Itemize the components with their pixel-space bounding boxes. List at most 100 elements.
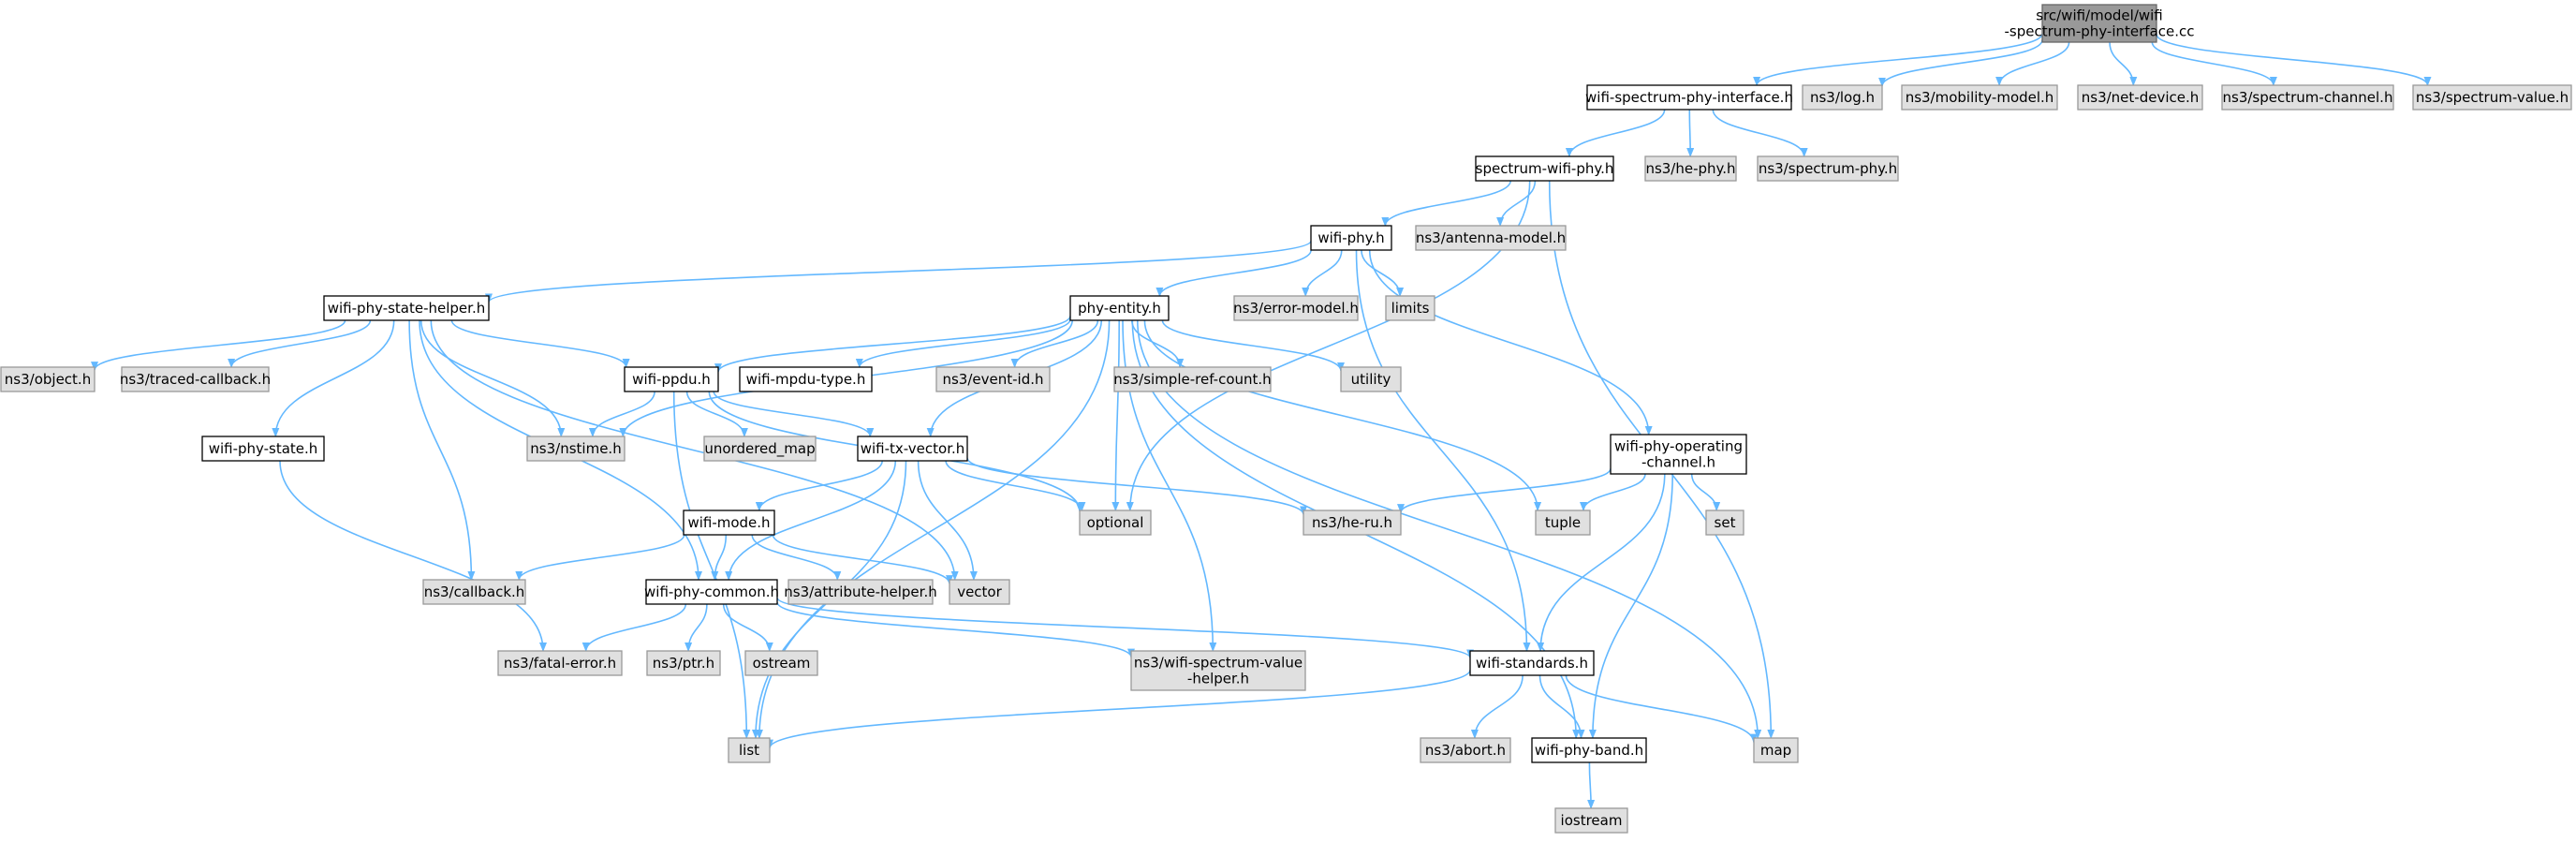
node-label: set (1715, 514, 1736, 531)
edge-opchan-to-band (1588, 473, 1673, 739)
node-box (1475, 155, 1614, 182)
edge-txvec-to-optional (945, 460, 1086, 511)
node-box (949, 579, 1010, 605)
node-box (1535, 510, 1591, 536)
node-mode[interactable]: wifi-mode.h (683, 510, 775, 536)
node-traced: ns3/traced-callback.h (120, 366, 271, 392)
node-label: ns3/mobility-model.h (1906, 89, 2054, 106)
node-box (1069, 295, 1170, 321)
node-box (1469, 650, 1595, 676)
node-label: ns3/object.h (5, 371, 91, 388)
node-box (422, 579, 526, 605)
node-box (2412, 84, 2572, 111)
node-label: vector (957, 583, 1002, 600)
node-opchan[interactable]: wifi-phy-operating-channel.h (1610, 434, 1747, 475)
node-swphy[interactable]: spectrum-wifi-phy.h (1475, 155, 1614, 182)
edge-mode-to-vector (772, 534, 953, 585)
edge-root-to-netdev (2109, 41, 2138, 86)
node-simpleref: ns3/simple-ref-count.h (1113, 366, 1272, 392)
edge-opchan-to-tuple (1580, 473, 1646, 511)
node-box (1757, 155, 1899, 182)
node-box (935, 366, 1051, 392)
node-box (1753, 737, 1799, 763)
node-label: phy-entity.h (1078, 300, 1161, 317)
edge-pshelper-to-ppdu (450, 319, 630, 368)
edge-standards-to-abort (1470, 674, 1524, 739)
node-box (646, 650, 721, 676)
node-box (1586, 84, 1792, 111)
edge-txvec-to-common (725, 460, 897, 581)
node-box (2221, 84, 2394, 111)
node-label: limits (1391, 300, 1430, 317)
edges-layer (91, 33, 2432, 809)
node-fatal: ns3/fatal-error.h (497, 650, 623, 676)
edge-opchan-to-set (1690, 473, 1721, 511)
edge-root-to-mobility (1995, 41, 2070, 86)
node-vector: vector (949, 579, 1010, 605)
node-band[interactable]: wifi-phy-band.h (1531, 737, 1647, 763)
node-label: spectrum-wifi-phy.h (1476, 160, 1614, 177)
node-map: map (1753, 737, 1799, 763)
edge-mode-to-callback (515, 534, 685, 581)
node-label: ns3/simple-ref-count.h (1113, 371, 1271, 388)
edge-root-to-spval (2156, 34, 2432, 86)
node-log: ns3/log.h (1802, 84, 1883, 111)
edge-standards-to-list (766, 669, 1471, 749)
node-box (1233, 295, 1359, 321)
edge-mode-to-common (711, 534, 728, 581)
node-spphy: ns3/spectrum-phy.h (1757, 155, 1899, 182)
node-label: ns3/event-id.h (942, 371, 1043, 388)
edge-phyentity-to-optional (1111, 319, 1120, 511)
edge-standards-to-band (1538, 674, 1585, 739)
edge-txvec-to-heru (966, 457, 1307, 516)
node-wsphyif[interactable]: wifi-spectrum-phy-interface.h (1585, 84, 1793, 111)
node-iostream: iostream (1554, 807, 1628, 834)
edge-wifiphy-to-pshelper (485, 240, 1312, 303)
node-list: list (728, 737, 771, 763)
node-box (739, 366, 873, 392)
node-phyentity[interactable]: phy-entity.h (1069, 295, 1170, 321)
node-tuple: tuple (1535, 510, 1591, 536)
edge-phyentity-to-eventid (1010, 319, 1099, 368)
edge-opchan-to-heru (1397, 467, 1612, 514)
node-txvec[interactable]: wifi-tx-vector.h (857, 436, 968, 462)
node-label: wifi-phy.h (1317, 229, 1384, 246)
node-ppdu[interactable]: wifi-ppdu.h (624, 366, 719, 392)
edge-band-to-iostream (1587, 761, 1596, 809)
edge-wsphyif-to-swphy (1565, 109, 1666, 157)
edge-common-to-ostream (722, 603, 773, 652)
edge-phyentity-to-mpdutype (855, 318, 1071, 368)
nodes-layer: src/wifi/model/wifi-spectrum-phy-interfa… (0, 4, 2572, 834)
node-phystate[interactable]: wifi-phy-state.h (201, 436, 325, 462)
node-mpdutype[interactable]: wifi-mpdu-type.h (739, 366, 873, 392)
node-spval: ns3/spectrum-value.h (2412, 84, 2572, 111)
node-common[interactable]: wifi-phy-common.h (644, 579, 779, 605)
node-root[interactable]: src/wifi/model/wifi-spectrum-phy-interfa… (2004, 4, 2195, 43)
node-pshelper[interactable]: wifi-phy-state-helper.h (323, 295, 490, 321)
node-box (1802, 84, 1883, 111)
edge-wifiphy-to-phyentity (1156, 249, 1312, 297)
node-wifiphy[interactable]: wifi-phy.h (1310, 225, 1392, 251)
node-label: -channel.h (1641, 454, 1715, 471)
edge-phystate-to-fatal (279, 460, 547, 652)
node-standards[interactable]: wifi-standards.h (1469, 650, 1595, 676)
node-label: wifi-phy-band.h (1535, 742, 1643, 759)
edge-pshelper-to-vector (430, 319, 959, 581)
node-label: utility (1351, 371, 1391, 388)
edge-common-to-fatal (581, 603, 687, 652)
node-box (526, 436, 626, 462)
node-box (1644, 155, 1737, 182)
node-eventid: ns3/event-id.h (935, 366, 1051, 392)
node-label: wifi-spectrum-phy-interface.h (1585, 89, 1793, 106)
node-box (1415, 225, 1567, 251)
edge-wifiphy-to-standards (1355, 249, 1531, 652)
node-box (1079, 510, 1152, 536)
node-label: ns3/spectrum-channel.h (2223, 89, 2393, 106)
node-label: -helper.h (1187, 671, 1249, 687)
node-netdev: ns3/net-device.h (2077, 84, 2203, 111)
node-label: ns3/nstime.h (530, 440, 621, 457)
node-box (788, 579, 934, 605)
node-box (703, 436, 817, 462)
node-label: wifi-phy-state.h (209, 440, 318, 457)
